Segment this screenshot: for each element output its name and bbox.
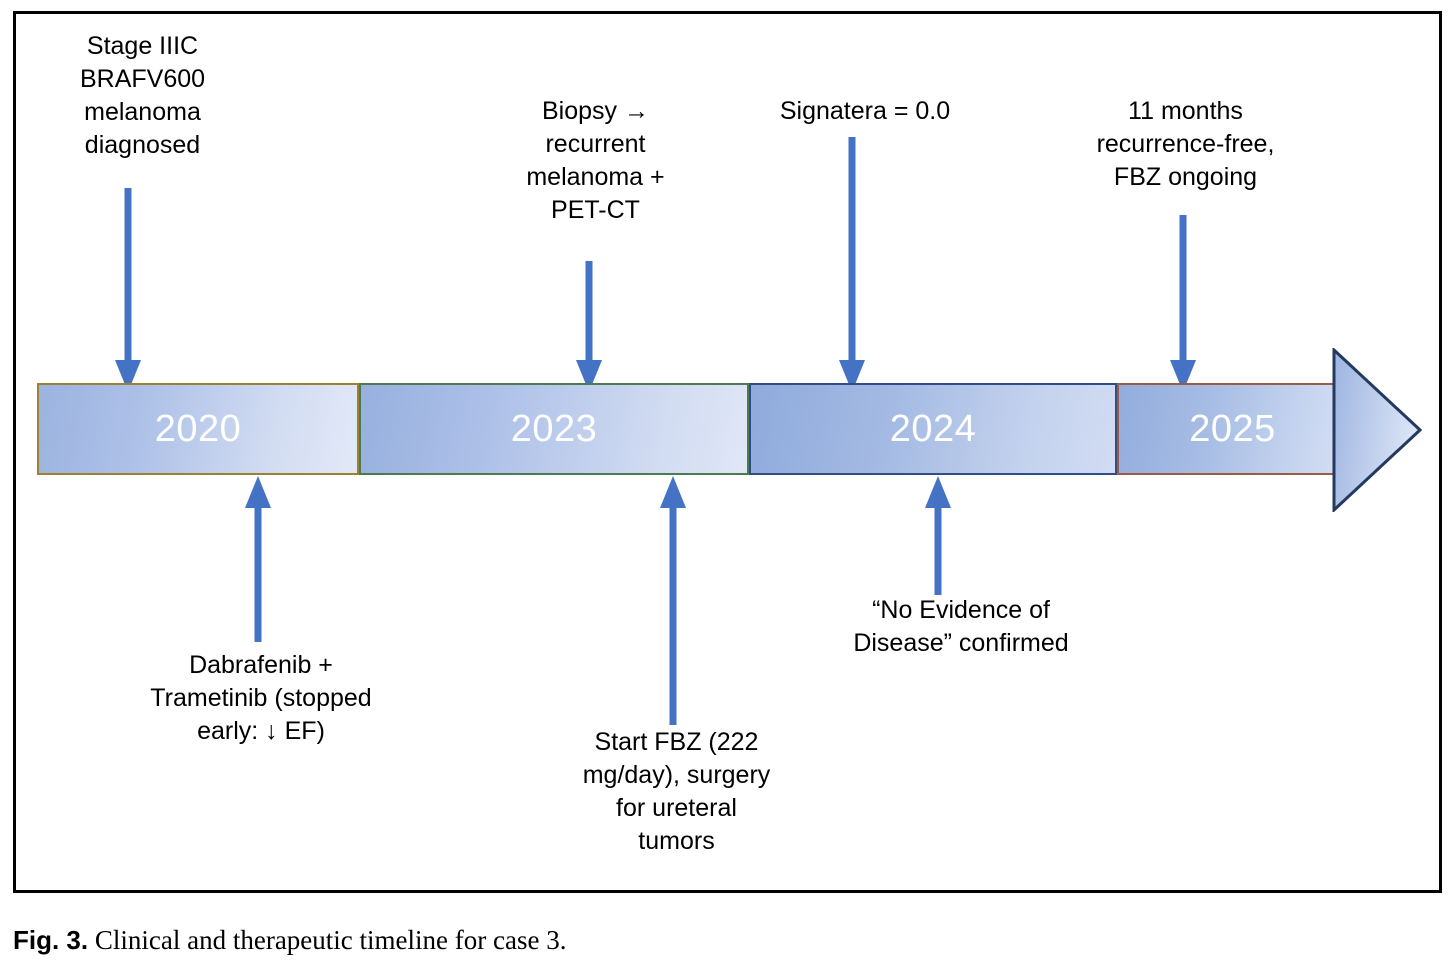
- timeline-segment-2024[interactable]: 2024: [749, 383, 1117, 475]
- annotation-diagnosis: Stage IIIC BRAFV600 melanoma diagnosed: [79, 32, 206, 159]
- annotation-signatera: Signatera = 0.0: [779, 97, 951, 125]
- timeline-segment-label-2020: 2020: [154, 408, 242, 450]
- marker-arrow-fbz-start: [660, 476, 686, 725]
- timeline-segment-2023[interactable]: 2023: [359, 383, 749, 475]
- marker-arrow-signatera: [839, 137, 865, 392]
- figure-caption-text: Clinical and therapeutic timeline for ca…: [88, 925, 567, 955]
- timeline-segment-2025[interactable]: 2025: [1117, 383, 1348, 475]
- timeline-segment-label-2023: 2023: [510, 408, 598, 450]
- annotation-ned: “No Evidence of Disease” confirmed: [853, 596, 1069, 657]
- marker-arrow-diagnosis: [115, 188, 141, 392]
- annotation-recurrence-free: 11 months recurrence-free, FBZ ongoing: [1096, 97, 1275, 191]
- timeline-segment-2020[interactable]: 2020: [37, 383, 359, 475]
- annotation-targeted-therapy: Dabrafenib + Trametinib (stopped early: …: [150, 651, 372, 745]
- annotation-biopsy: Biopsy → recurrent melanoma + PET-CT: [526, 97, 665, 224]
- marker-arrow-recurrence-free: [1170, 215, 1196, 392]
- timeline-segment-label-2025: 2025: [1189, 408, 1276, 450]
- marker-arrow-biopsy: [576, 261, 602, 392]
- figure-frame: Stage IIIC BRAFV600 melanoma diagnosed B…: [13, 11, 1442, 893]
- annotation-fbz-start: Start FBZ (222 mg/day), surgery for uret…: [582, 728, 771, 855]
- timeline-segment-label-2024: 2024: [889, 408, 977, 450]
- timeline-arrowhead-icon: [1332, 348, 1422, 512]
- figure-caption: Fig. 3. Clinical and therapeutic timelin…: [13, 925, 1213, 956]
- marker-arrow-targeted-therapy: [245, 476, 271, 642]
- marker-arrow-ned: [925, 476, 951, 595]
- timeline-band: 2020 2023 2024 2025: [37, 383, 1348, 475]
- figure-caption-label: Fig. 3.: [13, 925, 89, 955]
